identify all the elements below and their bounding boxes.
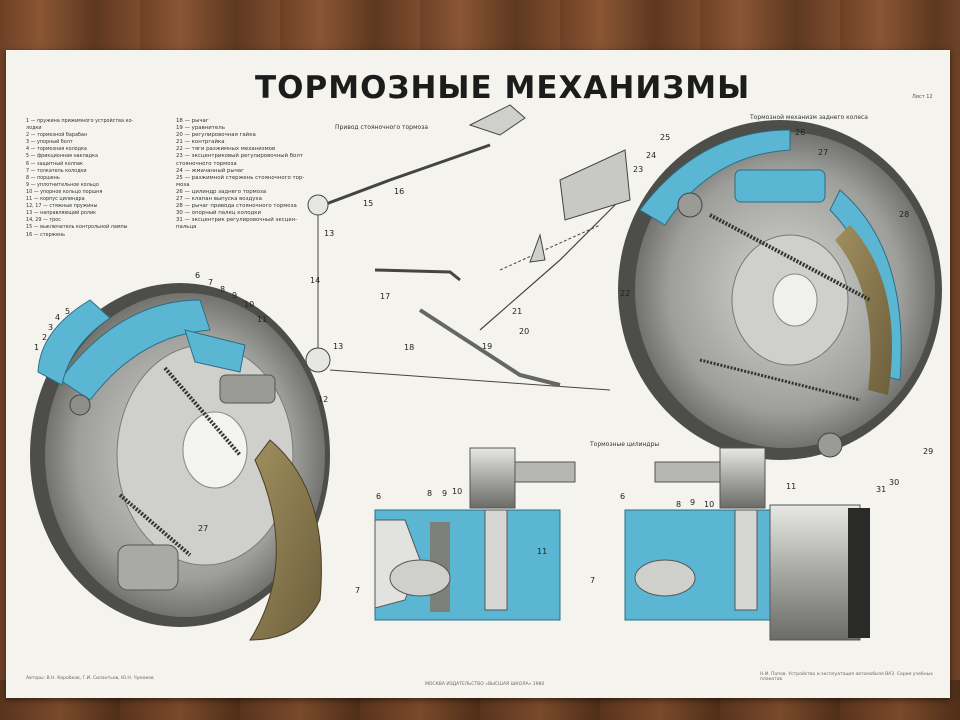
callout: 20 xyxy=(519,327,529,336)
callout: 9 xyxy=(442,489,447,498)
left-cylinder-section xyxy=(374,447,576,621)
callout: 23 xyxy=(633,165,643,174)
callout: 14 xyxy=(310,276,320,285)
callout: 31 xyxy=(876,485,886,494)
legend-item: 10 — упорное кольцо поршня xyxy=(26,188,103,195)
legend-item: моза xyxy=(176,181,190,188)
legend-item: 30 — опорный палец колодки xyxy=(176,210,261,217)
legend-item: лодки xyxy=(26,125,42,132)
legend-item: 21 — контргайка xyxy=(176,139,225,146)
callout: 27 xyxy=(818,148,828,157)
right-brake-assembly xyxy=(618,120,942,460)
callout: 10 xyxy=(452,487,462,496)
callout: 26 xyxy=(795,128,805,137)
caption-cylinders: Тормозные цилиндры xyxy=(590,441,660,448)
legend-item: 11 — корпус цилиндра xyxy=(26,196,85,203)
legend-item: 5 — фрикционная накладка xyxy=(26,153,98,160)
legend-item: 22 — тяги разжимных механизмов xyxy=(176,146,276,153)
callout: 13 xyxy=(324,229,334,238)
legend-item: 25 — разжимной стержень стояночного тор- xyxy=(176,174,304,181)
callout: 30 xyxy=(889,478,899,487)
callout: 10 xyxy=(704,500,714,509)
right-cylinder-section xyxy=(624,447,870,641)
callouts-right: 23 24 25 26 27 28 29 30 31 xyxy=(633,128,933,494)
callout: 5 xyxy=(65,307,70,316)
callout: 12 xyxy=(318,395,328,404)
callout: 25 xyxy=(660,133,670,142)
legend-item: 2 — тормозной барабан xyxy=(26,132,88,139)
legend-item: 9 — уплотнительное кольцо xyxy=(26,181,99,188)
callout: 24 xyxy=(646,151,656,160)
legend-item: 7 — толкатель колодки xyxy=(26,167,87,174)
callout: 9 xyxy=(690,498,695,507)
legend-item: 19 — уравнитель xyxy=(176,125,225,132)
callout: 22 xyxy=(620,289,630,298)
legend-item: 12, 17 — стяжные пружины xyxy=(26,203,98,210)
legend-item: 15 — выключатель контрольной лампы xyxy=(26,224,128,231)
legend-item: 27 — клапан выпуска воздуха xyxy=(176,196,262,203)
callout: 15 xyxy=(363,199,373,208)
handbrake-linkage xyxy=(305,104,631,391)
callout: 8 xyxy=(427,489,432,498)
legend-item: 20 — регулировочная гайка xyxy=(176,132,256,139)
callout: 8 xyxy=(676,500,681,509)
callout: 11 xyxy=(537,547,547,556)
callout: 4 xyxy=(55,313,60,322)
legend-item: 24 — жмачанный рычаг xyxy=(176,167,244,174)
callout: 7 xyxy=(208,278,213,287)
callout: 11 xyxy=(786,482,796,491)
callout: 10 xyxy=(244,300,254,309)
callout: 1 xyxy=(34,343,39,352)
callouts-middle: 13 14 15 16 13 17 18 19 20 21 22 xyxy=(310,187,630,352)
callout: 18 xyxy=(404,343,414,352)
callout: 6 xyxy=(376,492,381,501)
callout: 28 xyxy=(899,210,909,219)
legend-item: пальца xyxy=(176,224,197,231)
callout: 7 xyxy=(590,576,595,585)
legend-item: 3 — упорный болт xyxy=(26,139,73,146)
legend-item: 23 — эксцентриковый регулировочный болт xyxy=(176,153,303,160)
legend-item: стояночного тормоза xyxy=(176,160,237,167)
callout: 13 xyxy=(333,342,343,351)
callout: 29 xyxy=(923,447,933,456)
page-number: Лист 12 xyxy=(912,94,933,100)
legend-item: 31 — эксцентрик регулировочный эксцен- xyxy=(176,217,298,224)
callouts-cylinder-left: 6 8 9 10 11 7 xyxy=(355,487,547,595)
legend-item: 13 — направляющий ролик xyxy=(26,210,97,217)
legend-item: 4 — тормозная колодка xyxy=(26,146,87,153)
caption-handbrake: Привод стояночного тормоза xyxy=(335,124,429,131)
legend-item: 16 — стержень xyxy=(26,231,66,238)
callout: 6 xyxy=(620,492,625,501)
caption-rear-brake: Тормозной механизм заднего колеса xyxy=(750,114,868,121)
legend-item: 18 — рычаг xyxy=(176,118,209,124)
callouts-cylinder-right: 6 8 9 10 11 7 xyxy=(590,482,796,585)
footer-credits: Н.И. Попов. Устройство и эксплуатация ав… xyxy=(760,672,933,682)
footer-authors: Авторы: В.Н. Коробков, Г.И. Силантьев, Ю… xyxy=(26,676,154,681)
callout: 16 xyxy=(394,187,404,196)
callout: 17 xyxy=(380,292,390,301)
legend-right: 18 — рычаг 19 — уравнитель 20 — регулиро… xyxy=(176,118,304,232)
legend-item: 14, 29 — трос xyxy=(26,217,61,224)
legend-item: 28 — рычаг привода стояночного тормоза xyxy=(176,203,297,210)
legend-item: 1 — пружина прижимного устройства ко- xyxy=(26,118,134,124)
callout: 2 xyxy=(42,333,47,342)
legend-left: 1 — пружина прижимного устройства ко- ло… xyxy=(26,118,168,239)
callout: 8 xyxy=(220,285,225,294)
callout: 21 xyxy=(512,307,522,316)
callout: 7 xyxy=(355,586,360,595)
callout: 11 xyxy=(257,315,267,324)
legend-item: 8 — поршень xyxy=(26,174,60,181)
callout: 6 xyxy=(195,271,200,280)
callout: 3 xyxy=(48,323,53,332)
poster-title: ТОРМОЗНЫЕ МЕХАНИЗМЫ xyxy=(255,70,751,106)
callout: 19 xyxy=(482,342,492,351)
legend-item: 6 — защитный колпак xyxy=(26,160,83,167)
footer-publisher: МОСКВА ИЗДАТЕЛЬСТВО «ВЫСШАЯ ШКОЛА» 1980 xyxy=(425,682,545,687)
left-brake-assembly xyxy=(30,283,330,641)
legend-item: 26 — цилиндр заднего тормоза xyxy=(176,188,267,195)
callouts-left: 1 2 3 4 5 6 7 8 9 10 11 12 27 xyxy=(34,271,328,533)
callout: 9 xyxy=(232,291,237,300)
callout: 27 xyxy=(198,524,208,533)
